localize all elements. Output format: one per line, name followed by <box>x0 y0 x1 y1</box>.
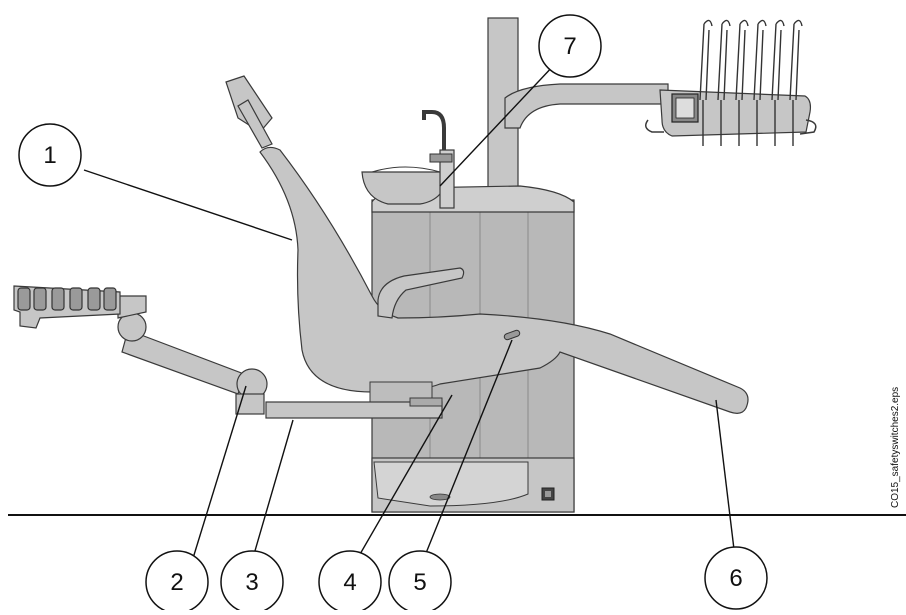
suction-tool-icon <box>51 287 65 311</box>
handpiece-icon <box>735 19 749 101</box>
handpiece-icon <box>753 19 767 101</box>
handpiece-icon <box>717 19 731 101</box>
cuspidor <box>361 110 455 209</box>
leader-5 <box>419 339 513 569</box>
dental-instruments <box>699 19 803 146</box>
handpiece-icon <box>699 19 713 101</box>
leader-2 <box>189 385 247 569</box>
callout-3: 3 <box>220 550 284 614</box>
doctor-element <box>645 19 817 146</box>
callout-5-label: 5 <box>413 569 426 596</box>
leader-6 <box>715 399 737 567</box>
callout-5: 5 <box>388 550 452 614</box>
handpiece-icon <box>771 19 785 101</box>
suction-tool-icon <box>87 287 101 311</box>
assistant-instruments <box>17 287 117 311</box>
figure-file-label: CO15_safetyswitches2.eps <box>890 387 901 508</box>
callout-1: 1 <box>18 123 82 187</box>
patient-chair <box>225 75 749 414</box>
callout-6: 6 <box>704 546 768 610</box>
callout-1-label: 1 <box>43 142 56 169</box>
callout-3-label: 3 <box>245 569 258 596</box>
suction-tool-icon <box>33 287 47 311</box>
suction-tool-icon <box>103 287 117 311</box>
callout-4-label: 4 <box>343 569 356 596</box>
handpiece-icon <box>789 19 803 101</box>
callout-7: 7 <box>538 14 602 78</box>
callout-7-label: 7 <box>563 33 576 60</box>
leader-1 <box>83 169 293 241</box>
leader-4 <box>351 394 453 569</box>
leader-7 <box>439 63 556 187</box>
leader-3 <box>249 419 294 569</box>
suction-tool-icon <box>69 287 83 311</box>
assistant-arm <box>13 285 268 415</box>
callout-2: 2 <box>145 550 209 614</box>
callout-6-label: 6 <box>729 565 742 592</box>
base-plate <box>265 397 443 419</box>
callout-2-label: 2 <box>170 569 183 596</box>
callout-4: 4 <box>318 550 382 614</box>
suction-tool-icon <box>17 287 31 311</box>
leader-lines <box>83 63 737 569</box>
